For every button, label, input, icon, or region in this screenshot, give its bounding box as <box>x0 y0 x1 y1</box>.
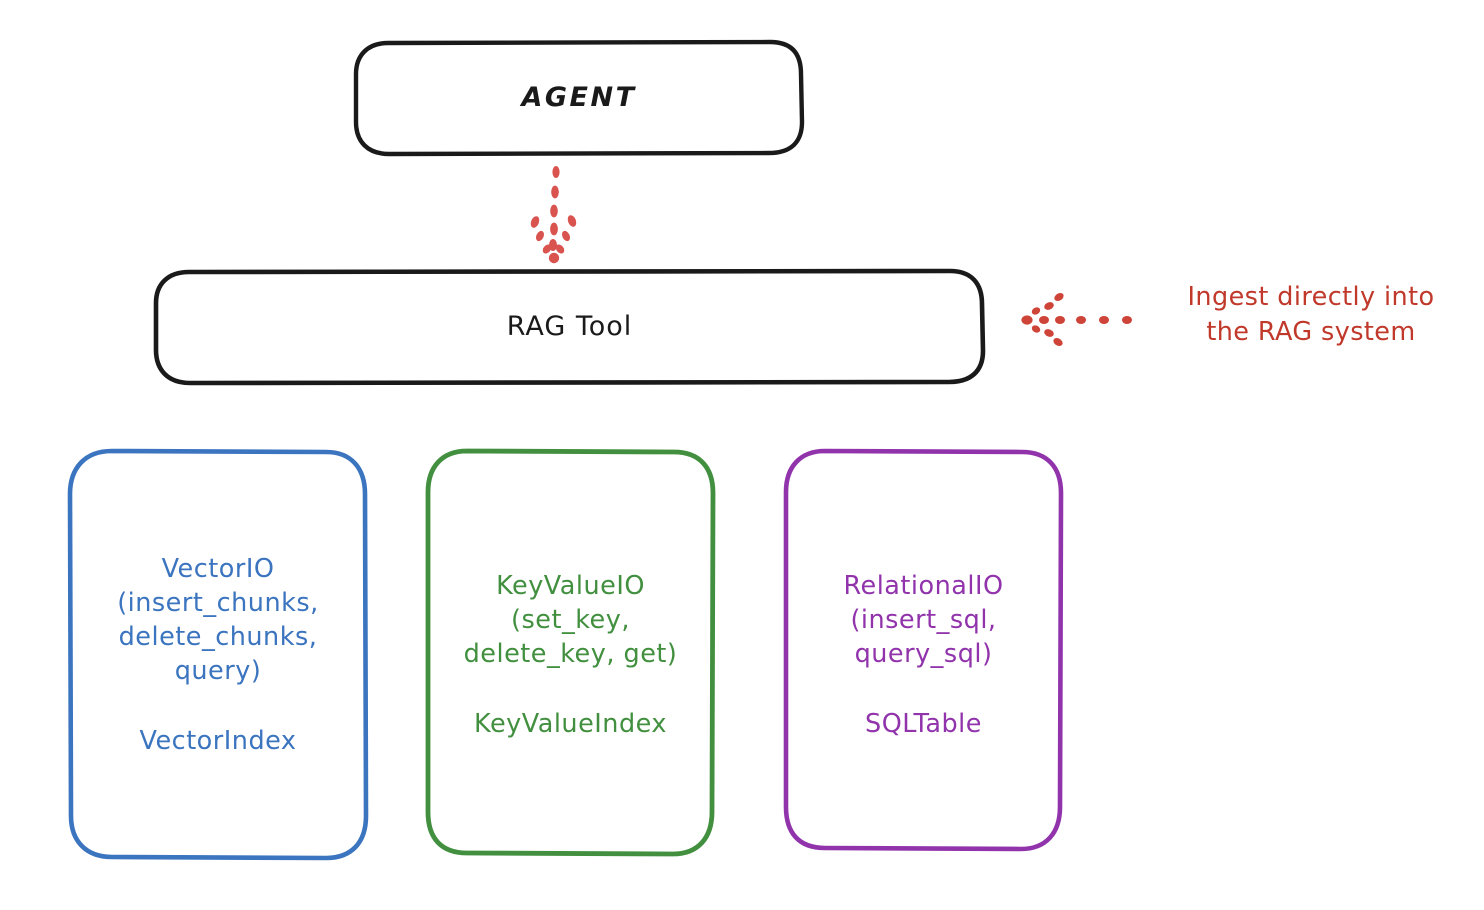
vector-io-api-label: VectorIO (insert_chunks, delete_chunks, … <box>117 553 319 687</box>
agent-box-outline <box>353 39 805 157</box>
agent-node[interactable]: AGENT <box>356 42 802 154</box>
annotation-to-rag-connector <box>1021 292 1132 347</box>
sql-table-label: SQLTable <box>865 709 982 740</box>
vector-io-node[interactable]: VectorIO (insert_chunks, delete_chunks, … <box>70 450 366 860</box>
rag-tool-node[interactable]: RAG Tool <box>156 271 983 383</box>
key-value-io-node[interactable]: KeyValueIO (set_key, delete_key, get) Ke… <box>428 450 713 860</box>
relational-io-api-label: RelationalIO (insert_sql, query_sql) <box>843 570 1004 669</box>
rag-tool-label: RAG Tool <box>506 310 633 342</box>
key-value-index-label: KeyValueIndex <box>474 709 667 740</box>
vector-io-box-outline <box>67 448 369 861</box>
vector-index-label: VectorIndex <box>139 726 297 757</box>
relational-io-box-outline <box>783 448 1064 852</box>
key-value-io-box-outline <box>425 448 716 857</box>
key-value-io-api-label: KeyValueIO (set_key, delete_key, get) <box>463 570 678 669</box>
relational-io-node[interactable]: RelationalIO (insert_sql, query_sql) SQL… <box>786 450 1061 860</box>
ingest-annotation-label: Ingest directly into the RAG system <box>1187 282 1435 348</box>
rag-tool-box-outline <box>153 268 986 386</box>
agent-label: AGENT <box>521 81 637 113</box>
agent-to-rag-connector <box>530 166 577 264</box>
